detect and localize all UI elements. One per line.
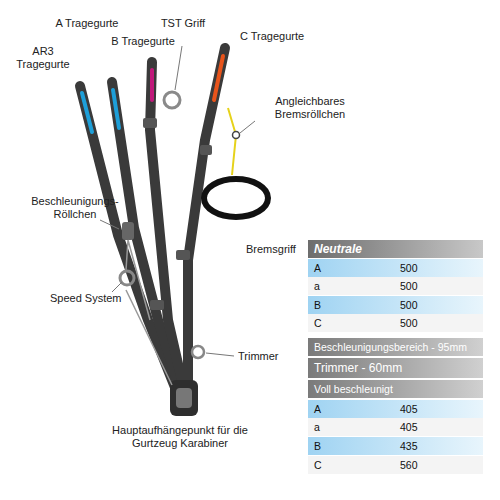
table-cell: B [314,437,394,455]
main-attachment-loop [176,388,192,408]
speed-system-line [126,240,172,385]
table-heading: Beschleunigungsbereich - 95mm [314,338,480,356]
table-cell: 500 [400,314,478,332]
table-cell: a [314,277,394,295]
tst-handle [164,92,180,108]
table-cell: 405 [400,418,478,436]
part-label: A Tragegurte [52,17,122,30]
leader-line [100,46,255,356]
part-label: Beschleunigungs- Röllchen [25,195,125,221]
table-cell: A [314,400,394,418]
table-heading: Trimmer - 60mm [314,358,480,378]
riser-straps [80,48,225,390]
riser-colour-marks [82,56,223,132]
accelerator-pulley [122,222,134,240]
main-attachment-loop [170,380,198,416]
table-heading: Neutrale [314,240,480,258]
speed-system-ring [120,271,134,285]
table-cell: A [314,259,394,277]
table-cell: C [314,314,394,332]
brake-pulley [233,132,240,139]
part-label: B Tragegurte [108,35,178,48]
trimmer-buckle [192,346,204,358]
brake-line [228,108,236,175]
part-label: C Tragegurte [232,30,312,43]
brake-handle [204,179,268,217]
table-cell: a [314,418,394,436]
table-cell: 500 [400,277,478,295]
part-label: Trimmer [238,350,308,363]
table-cell: 560 [400,456,478,474]
part-label: Angleichbares Bremsröllchen [250,95,370,121]
table-cell: 500 [400,259,478,277]
table-cell: C [314,456,394,474]
riser-tabs [143,118,212,310]
table-cell: 405 [400,400,478,418]
table-cell: B [314,296,394,314]
table-bands [308,240,483,474]
table-cell: 435 [400,437,478,455]
part-label: Speed System [50,292,140,305]
part-label: AR3 Tragegurte [8,45,78,71]
table-heading: Voll beschleunigt [314,380,480,398]
part-label: TST Griff [158,17,208,30]
part-label: Hauptaufhängepunkt für die Gurtzeug Kara… [95,424,265,450]
table-cell: 500 [400,296,478,314]
